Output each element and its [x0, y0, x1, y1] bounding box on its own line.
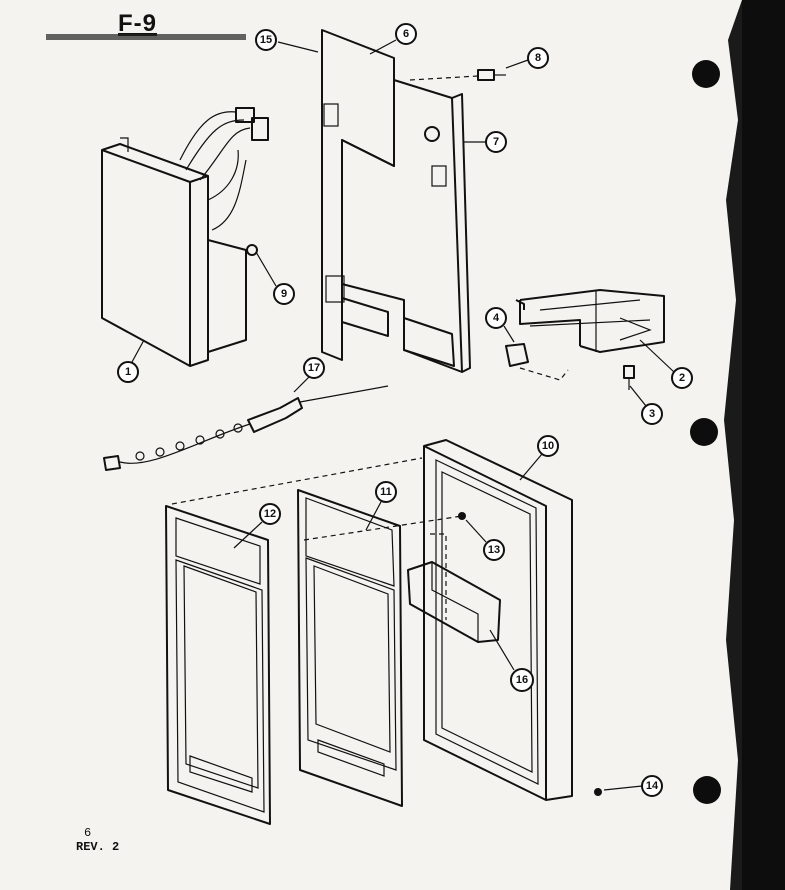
callout-12: 12: [259, 503, 281, 525]
part-10-door-housing: [423, 439, 573, 801]
scan-edge-ragged: [724, 0, 742, 890]
callout-3: 3: [641, 403, 663, 425]
callout-16: 16: [510, 668, 534, 692]
callout-7: 7: [485, 131, 507, 153]
binder-hole-top: [692, 60, 720, 88]
callout-3-label: 3: [649, 408, 655, 420]
part-9-nut: [246, 244, 258, 256]
alignment-line-frame: [430, 533, 447, 620]
callout-8-label: 8: [535, 52, 541, 64]
part-17-temperature-probe: [103, 385, 389, 471]
alignment-line-upper: [171, 457, 423, 505]
callout-2-label: 2: [679, 372, 685, 384]
binder-hole-bottom: [693, 776, 721, 804]
callout-2: 2: [671, 367, 693, 389]
part-16-circuit-board: [407, 561, 501, 643]
part-4-switch: [505, 343, 569, 381]
figure-label: F-9: [118, 10, 157, 37]
part-7-back-panel: [341, 79, 471, 373]
callout-4: 4: [485, 307, 507, 329]
part-2-bracket-assembly: [515, 289, 665, 353]
callout-10: 10: [537, 435, 559, 457]
leader-lines: [131, 39, 675, 791]
callout-9-label: 9: [281, 288, 287, 300]
callout-14-label: 14: [646, 780, 659, 792]
part-13-screw: [458, 512, 466, 520]
callout-17-label: 17: [308, 362, 320, 374]
callout-17: 17: [303, 357, 325, 379]
callout-11-label: 11: [380, 486, 392, 498]
scan-edge: [742, 0, 785, 890]
callout-1-label: 1: [125, 366, 131, 378]
title-smear: [46, 34, 246, 40]
callout-8: 8: [527, 47, 549, 69]
callout-15: 15: [255, 29, 277, 51]
callout-6: 6: [395, 23, 417, 45]
part-11-door-frame: [297, 489, 403, 807]
callouts: 15 6 8 7 9 1 4 2 3 17 10 11 12 13 16 14: [117, 23, 693, 797]
callout-15-label: 15: [260, 34, 272, 46]
part-1-control-box: [101, 107, 269, 367]
callout-7-label: 7: [493, 136, 499, 148]
callout-4-label: 4: [493, 312, 500, 324]
part-3-screw: [623, 365, 635, 390]
callout-10-label: 10: [542, 440, 554, 452]
callout-1: 1: [117, 361, 139, 383]
callout-13-label: 13: [488, 544, 500, 556]
callout-11: 11: [375, 481, 397, 503]
binder-hole-middle: [690, 418, 718, 446]
callout-12-label: 12: [264, 508, 276, 520]
page-number: 6: [84, 826, 92, 840]
part-14-screw: [594, 788, 602, 796]
part-8-screw: [409, 69, 506, 81]
callout-16-label: 16: [516, 674, 528, 686]
callout-9: 9: [273, 283, 295, 305]
callout-13: 13: [483, 539, 505, 561]
callout-6-label: 6: [403, 28, 409, 40]
callout-14: 14: [641, 775, 663, 797]
revision-label: REV. 2: [76, 840, 120, 854]
part-12-front-door: [165, 505, 271, 825]
